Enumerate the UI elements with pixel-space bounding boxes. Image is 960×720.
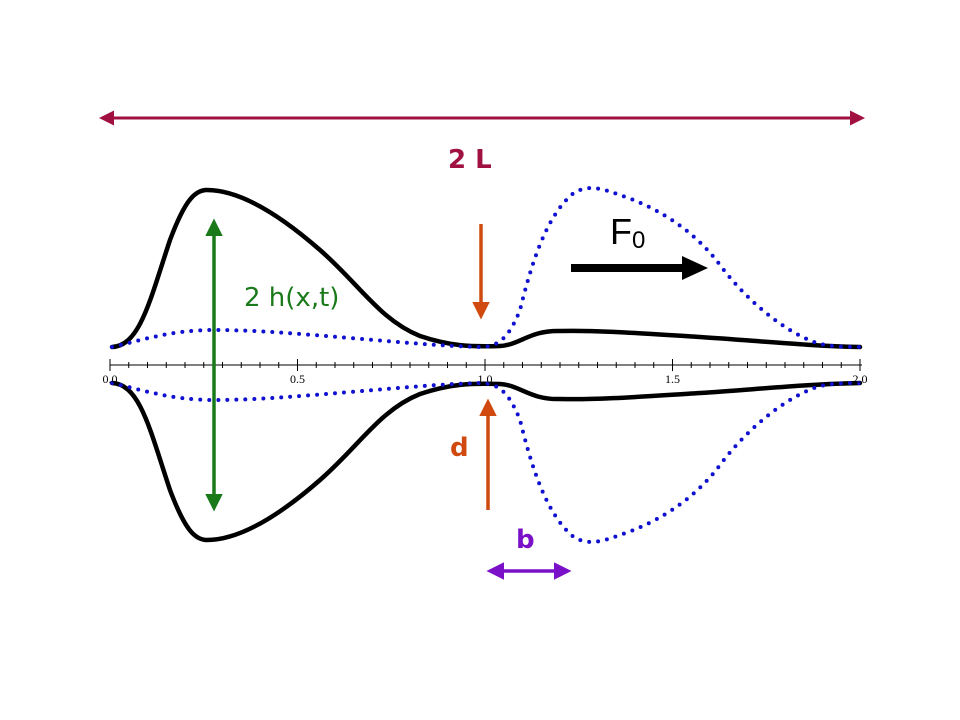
force-label-subscript: 0 [632,227,645,254]
axis-major-ticks [109,359,861,371]
height-label: 2 h(x,t) [244,283,339,313]
force-label-main: F [610,211,632,252]
axis-tick-label: 1.5 [665,372,680,386]
solid-profile-lower [109,380,863,543]
x-axis: 0.0 0.5 1.0 1.5 2.0 [103,359,868,386]
length-label: 2 L [448,145,492,175]
dotted-profile-upper [110,186,862,350]
width-label: b [516,525,535,555]
solid-profile-upper [109,187,863,350]
force-arrow-head [682,256,708,280]
axis-tick-label: 2.0 [853,372,868,386]
axis-tick-label: 0.5 [290,372,305,386]
gap-label: d [450,433,469,463]
axis-tick-labels: 0.0 0.5 1.0 1.5 2.0 [103,372,868,386]
axis-tick-label: 1.0 [478,372,493,386]
axis-minor-ticks [128,362,842,368]
axis-tick-label: 0.0 [103,372,118,386]
force-label: F0 [610,211,645,254]
dotted-profile-lower [110,380,862,544]
